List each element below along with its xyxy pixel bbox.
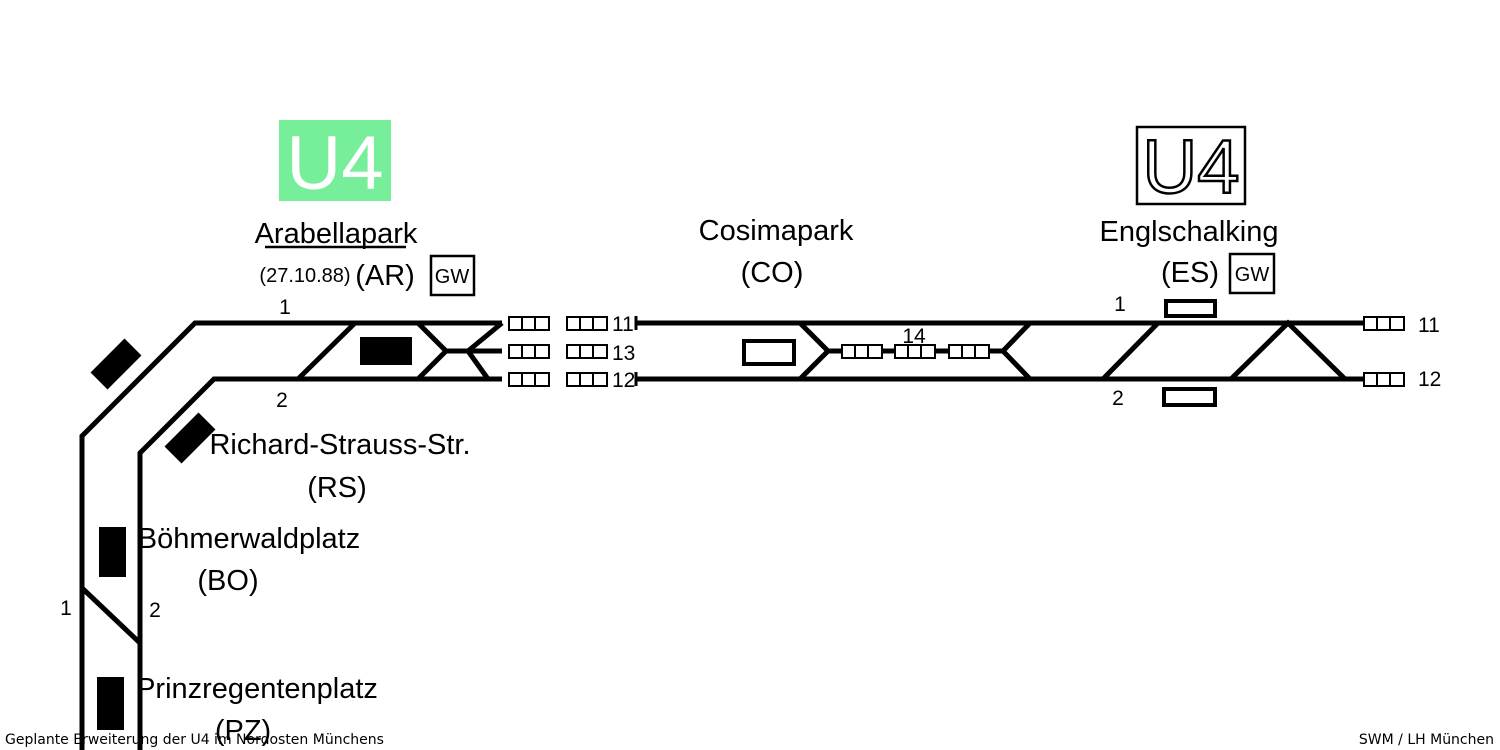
ar-switch-11 [466, 321, 504, 353]
u4-line-badge-filled: U4 [279, 120, 391, 206]
track-number-siding-11: 11 [612, 313, 634, 336]
track-number-bo-1: 1 [60, 597, 72, 620]
track-lines [79, 319, 1365, 750]
station-name-boehmerwaldplatz: Böhmerwaldplatz [138, 523, 360, 555]
platforms [90, 337, 412, 730]
track-number-es-2: 2 [1112, 387, 1124, 410]
platform-arabellapark [360, 337, 412, 365]
track-number-bo-2: 2 [149, 599, 161, 622]
u4-badge-label: U4 [286, 121, 383, 206]
track-number-co-14: 14 [902, 325, 926, 348]
train-siding-13 [508, 344, 608, 359]
track-number-siding-12: 12 [612, 369, 635, 392]
train-east-12 [1363, 372, 1405, 387]
planned-platforms [742, 299, 1217, 407]
track-2-west [137, 376, 502, 750]
station-name-arabellapark: Arabellapark [255, 218, 418, 250]
station-code-boehmerwaldplatz: (BO) [197, 565, 258, 597]
es-crossover-b [1229, 319, 1347, 381]
co-switch-east [999, 321, 1032, 381]
train-east-11 [1363, 316, 1405, 331]
station-code-arabellapark: (AR) [355, 260, 415, 292]
gw-badge-englschalking: GW [1228, 252, 1276, 295]
u4-badge-background [279, 120, 391, 201]
gw-badge-arabellapark: GW [429, 254, 476, 297]
u4-badge-border [1135, 125, 1247, 206]
ar-switch-12 [465, 349, 491, 381]
train-siding-11 [508, 316, 608, 331]
track-1-west [79, 320, 502, 750]
platform-englschalking-north [1164, 299, 1217, 318]
track-number-ar-1: 1 [279, 296, 291, 319]
platform-englschalking-south [1162, 387, 1217, 407]
train-siding-12 [508, 372, 608, 387]
parked-trains [508, 316, 1405, 387]
track-number-east-11: 11 [1418, 314, 1440, 337]
station-name-englschalking: Englschalking [1100, 216, 1279, 248]
station-code-englschalking: (ES) [1161, 257, 1219, 289]
bo-crossover [80, 586, 142, 645]
track-number-siding-13: 13 [612, 342, 635, 365]
station-code-richard-strauss: (RS) [307, 472, 367, 504]
ar-crossover-b [416, 321, 450, 381]
station-name-prinzregentenplatz: Prinzregentenplatz [136, 673, 378, 705]
es-crossover-a [1101, 321, 1160, 381]
co-switch-west [798, 321, 832, 381]
footer-credit: SWM / LH München [1358, 732, 1494, 748]
station-code-cosimapark: (CO) [741, 257, 804, 289]
track-number-east-12: 12 [1418, 368, 1441, 391]
ar-crossover-a [296, 321, 357, 381]
platform-cosimapark [742, 339, 796, 366]
station-name-cosimapark: Cosimapark [699, 215, 854, 247]
track-number-ar-2: 2 [276, 389, 288, 412]
platform-nw [90, 338, 142, 390]
footer-caption: Geplante Erweiterung der U4 im Nordosten… [5, 732, 384, 748]
station-name-richard-strauss: Richard-Strauss-Str. [209, 429, 470, 461]
arabellapark-opening-date: (27.10.88) [259, 265, 350, 287]
u4-badge-outline-label: U4 [1142, 125, 1239, 210]
platform-boehmerwaldplatz [99, 527, 126, 577]
platform-richard-strauss [164, 412, 216, 464]
gw-label: GW [435, 266, 470, 288]
track-number-es-1: 1 [1114, 293, 1126, 316]
platform-prinzregentenplatz [97, 677, 124, 730]
gw-label: GW [1235, 264, 1270, 286]
station-code-prinzregentenplatz: (PZ) [215, 715, 271, 747]
u4-line-badge-outline: U4 [1135, 124, 1247, 211]
train-track-14 [841, 344, 990, 359]
